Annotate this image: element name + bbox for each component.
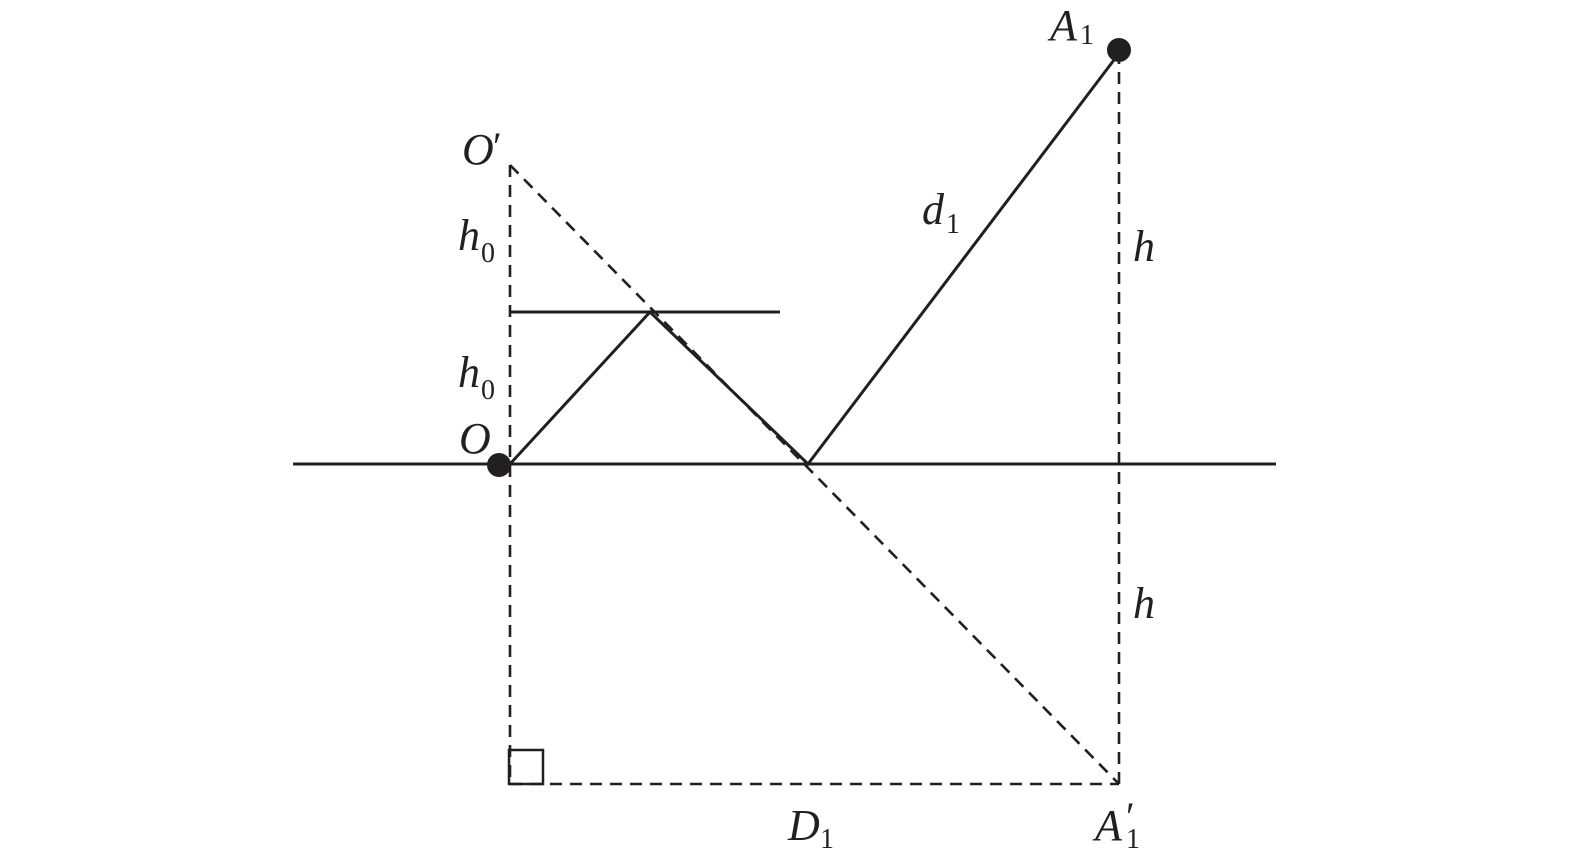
label-o-main: O [459, 414, 491, 463]
label-d1-main: d [922, 185, 945, 234]
ray-path [508, 51, 1122, 467]
label-o-prime-main: O [462, 125, 494, 174]
label-a1-prime-main: A [1092, 801, 1123, 850]
label-h-lower-main: h [1133, 579, 1155, 628]
point-a1 [1107, 38, 1131, 62]
label-h0-upper-main: h [458, 211, 480, 260]
image-ray-dashed [509, 164, 1120, 785]
label-d1-sub: 1 [946, 209, 960, 240]
right-angle-marker [507, 748, 545, 786]
label-h0-upper-sub: 0 [481, 238, 495, 269]
label-h0-upper: h 0 [458, 211, 495, 269]
label-h-upper: h [1133, 222, 1155, 271]
label-h0-lower-sub: 0 [481, 375, 495, 406]
label-d1-distance-main: D [787, 801, 820, 850]
label-h0-lower: h 0 [458, 348, 495, 406]
label-a1: A 1 [1047, 1, 1094, 51]
label-o-prime-mark: ′ [493, 124, 502, 169]
label-o-prime: O ′ [462, 124, 502, 174]
label-d1-distance-sub: 1 [820, 824, 834, 855]
label-d1: d 1 [922, 185, 960, 240]
point-o [487, 453, 511, 477]
label-h-upper-main: h [1133, 222, 1155, 271]
label-d1-distance: D 1 [787, 801, 834, 855]
label-a1-prime: A ′ 1 [1092, 794, 1140, 855]
label-h0-lower-main: h [458, 348, 480, 397]
label-h-lower: h [1133, 579, 1155, 628]
label-a1-sub: 1 [1080, 20, 1094, 51]
label-a1-prime-sub: 1 [1126, 824, 1140, 855]
label-a1-prime-mark: ′ [1126, 794, 1135, 839]
label-o: O [459, 414, 491, 463]
label-a1-main: A [1047, 1, 1078, 50]
